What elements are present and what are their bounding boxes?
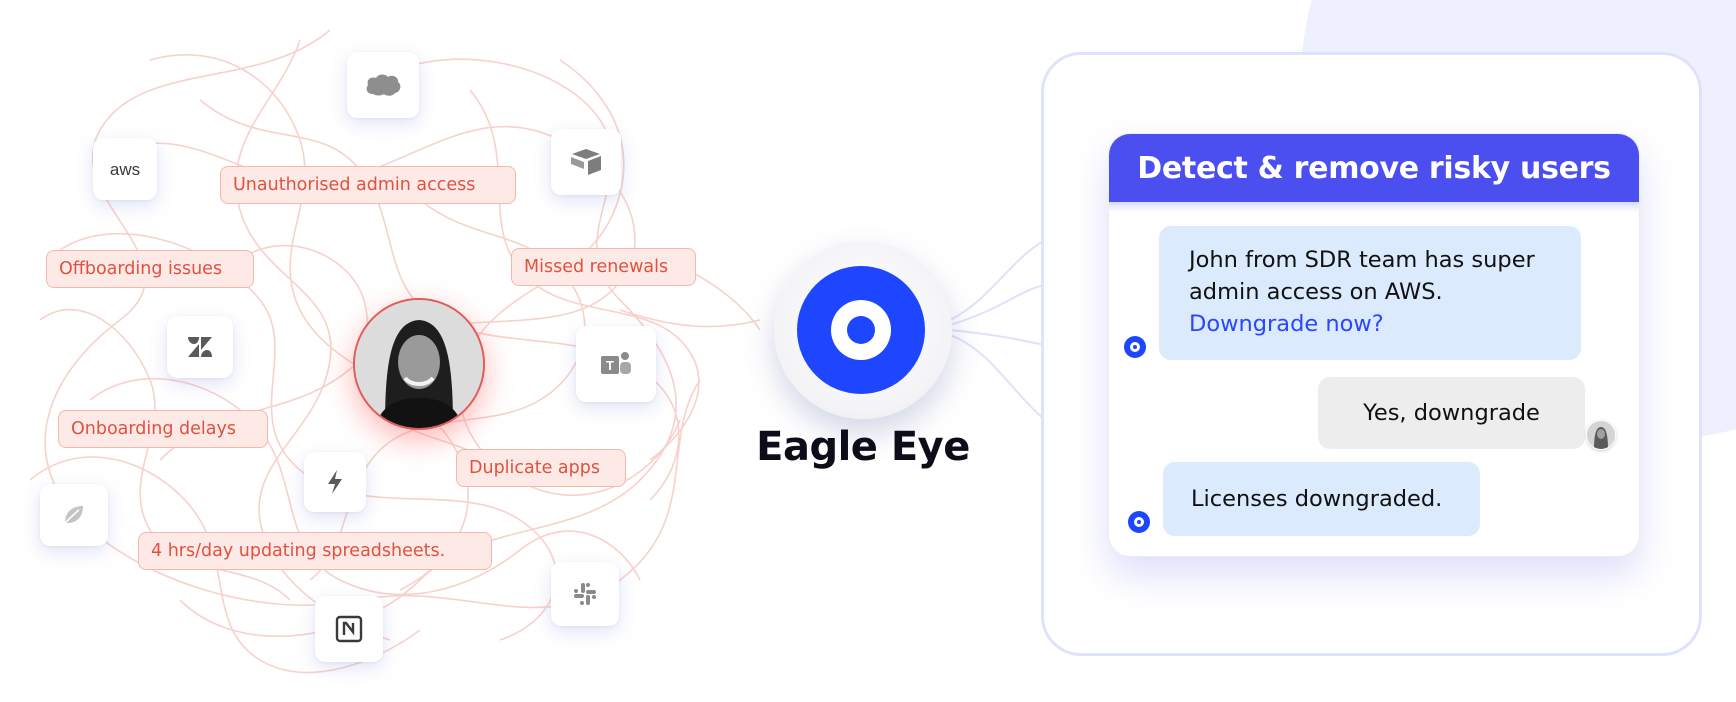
zendesk-tile [167, 316, 233, 378]
person-photo [355, 300, 483, 428]
teams-tile: T [576, 326, 656, 402]
notion-tile [315, 596, 383, 662]
bot-message-1: John from SDR team has super admin acces… [1159, 226, 1581, 360]
aws-tile: aws [93, 138, 157, 200]
teams-icon: T [601, 352, 631, 374]
lightning-icon [328, 470, 342, 494]
chat-card: Detect & remove risky users John from SD… [1108, 133, 1640, 557]
bot-message-1-text: John from SDR team has super admin acces… [1189, 247, 1535, 305]
bot-avatar-icon [1128, 511, 1150, 533]
user-avatar-photo [1587, 421, 1615, 449]
logo-hole [831, 300, 891, 360]
bot-message-2: Licenses downgraded. [1163, 462, 1480, 536]
issue-duplicate-apps: Duplicate apps [456, 449, 626, 487]
notion-icon [335, 615, 363, 643]
downgrade-now-link[interactable]: Downgrade now? [1189, 311, 1384, 337]
logo-dot [847, 316, 875, 344]
issue-offboarding: Offboarding issues [46, 250, 254, 288]
sendgrid-tile [40, 484, 108, 546]
bot-avatar-icon [1124, 336, 1146, 358]
chat-header: Detect & remove risky users [1109, 134, 1639, 202]
slack-tile [551, 562, 619, 626]
chat-header-shadow [1109, 202, 1639, 212]
zendesk-icon [188, 337, 212, 357]
user-avatar [1586, 420, 1616, 450]
issue-unauthorised-admin-access: Unauthorised admin access [220, 166, 516, 204]
issue-spreadsheet-hours: 4 hrs/day updating spreadsheets. [138, 532, 492, 570]
eagle-eye-logo [774, 241, 952, 419]
zapier-tile [304, 452, 366, 512]
person-avatar [353, 298, 485, 430]
user-reply-text: Yes, downgrade [1363, 400, 1540, 426]
airtable-tile [551, 129, 621, 195]
salesforce-icon [366, 74, 401, 96]
bot-message-2-text: Licenses downgraded. [1191, 486, 1443, 512]
brand-name: Eagle Eye [756, 424, 970, 470]
user-reply-message: Yes, downgrade [1318, 377, 1585, 449]
issue-missed-renewals: Missed renewals [511, 248, 696, 286]
salesforce-tile [347, 52, 419, 118]
aws-icon: aws [109, 159, 141, 179]
logo-ring [797, 266, 925, 394]
leaf-icon [64, 506, 83, 524]
issue-onboarding-delays: Onboarding delays [58, 410, 268, 448]
svg-text:T: T [606, 358, 614, 373]
airtable-icon [571, 149, 601, 175]
slack-icon [574, 583, 596, 605]
